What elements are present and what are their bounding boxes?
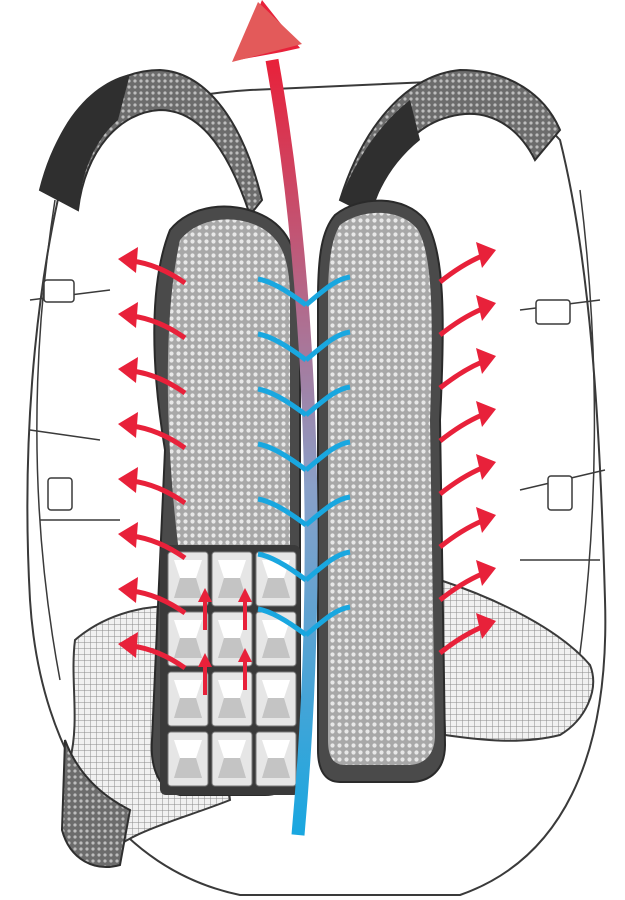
foam-block xyxy=(211,611,253,667)
warm-air-arrow xyxy=(438,613,496,655)
cool-air-branch-left xyxy=(257,276,308,307)
warm-air-arrows-right xyxy=(438,242,496,655)
foam-block xyxy=(211,551,253,607)
foam-block xyxy=(255,731,297,787)
central-air-channel xyxy=(265,58,318,836)
cool-air-branch-right xyxy=(304,329,351,362)
left-panel-mesh xyxy=(167,219,290,560)
warm-air-arrow xyxy=(438,295,496,337)
warm-air-arrow xyxy=(438,348,496,390)
warm-air-arrow xyxy=(198,653,212,695)
cool-air-branch-right xyxy=(304,549,351,582)
left-strap-dark-edge xyxy=(40,74,130,210)
warm-air-arrow xyxy=(438,560,496,602)
cool-air-branch-right xyxy=(304,384,351,417)
foam-block xyxy=(211,671,253,727)
lumbar-foam xyxy=(160,545,300,795)
foam-block xyxy=(211,731,253,787)
buckle-right-lower xyxy=(547,475,573,511)
warm-air-arrow xyxy=(198,588,212,630)
hip-belt-left-tab xyxy=(60,739,132,868)
exhaust-arrow-head-shape xyxy=(232,2,302,62)
foam-block xyxy=(167,671,209,727)
foam-block xyxy=(255,671,297,727)
cool-air-branch-left xyxy=(257,331,308,362)
foam-block-grid xyxy=(167,551,297,787)
foam-block xyxy=(167,551,209,607)
cool-air-branch-right xyxy=(304,494,351,527)
shoulder-straps xyxy=(38,68,562,218)
pack-seam-left xyxy=(36,199,61,681)
cool-air-channel xyxy=(232,0,351,836)
warm-air-arrow xyxy=(438,242,496,284)
warm-air-arrow xyxy=(118,357,187,396)
cool-air-branch-right xyxy=(304,604,351,637)
pack-seam-right xyxy=(574,189,596,691)
right-strap-dark-edge xyxy=(340,100,420,215)
warm-air-arrow xyxy=(438,454,496,496)
warm-air-arrows-left xyxy=(118,247,187,671)
buckle-right-upper xyxy=(535,299,571,325)
warm-air-arrow xyxy=(118,302,187,341)
cool-air-branch-left xyxy=(257,551,308,582)
warm-air-arrow xyxy=(118,467,187,506)
cool-air-branch-left xyxy=(257,441,308,472)
warm-air-arrow xyxy=(118,247,187,286)
warm-air-arrow xyxy=(118,412,187,451)
warm-air-arrow xyxy=(438,507,496,549)
cool-air-branch-left xyxy=(257,496,308,527)
cool-air-branches xyxy=(257,274,351,637)
warm-air-arrow xyxy=(238,648,252,690)
foam-block xyxy=(167,731,209,787)
warm-air-arrow xyxy=(118,577,187,616)
warm-air-arrows-rising xyxy=(198,588,252,695)
cool-air-branch-right xyxy=(304,274,351,307)
buckle-left-upper xyxy=(43,279,75,303)
warm-air-arrow xyxy=(238,588,252,630)
right-shoulder-strap xyxy=(338,68,562,217)
foam-block xyxy=(255,611,297,667)
buckle-left-lower xyxy=(47,477,73,511)
right-panel-mesh xyxy=(328,212,435,765)
foam-block xyxy=(167,611,209,667)
cool-air-branch-left xyxy=(257,386,308,417)
cool-air-branch-right xyxy=(304,439,351,472)
warm-air-arrow xyxy=(118,522,187,561)
warm-air-arrow xyxy=(438,401,496,443)
cool-air-branch-left xyxy=(257,606,308,637)
warm-air-arrow xyxy=(118,632,187,671)
